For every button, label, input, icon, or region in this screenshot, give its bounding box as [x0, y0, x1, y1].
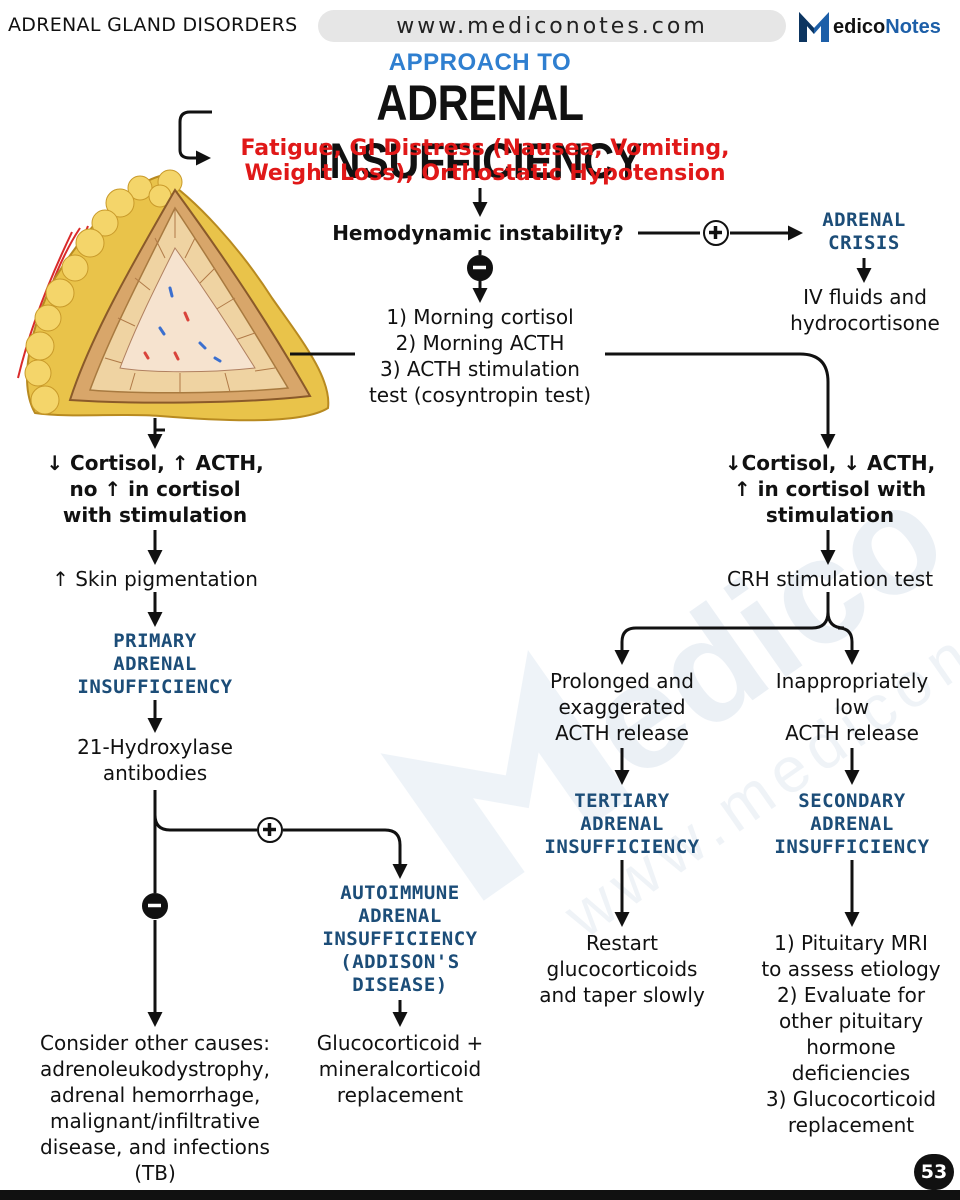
- tertiary-adrenal-insufficiency-title: TERTIARY ADRENAL INSUFFICIENCY: [512, 790, 732, 859]
- section-title: ADRENAL GLAND DISORDERS: [8, 14, 298, 36]
- other-causes-line-3: adrenal hemorrhage,: [49, 1083, 261, 1107]
- negative-sign-icon: [142, 893, 168, 919]
- adrenal-crisis-line-2: CRISIS: [828, 232, 900, 254]
- secondary-line-1: SECONDARY: [798, 790, 906, 812]
- adrenal-crisis-title: ADRENAL CRISIS: [780, 209, 948, 255]
- autoimmune-line-1: AUTOIMMUNE: [340, 882, 460, 904]
- autoimmune-tx-line-3: replacement: [336, 1083, 464, 1107]
- url-pill: [318, 10, 786, 42]
- hydroxylase-line-2: antibodies: [102, 761, 208, 785]
- prolonged-acth-release: Prolonged and exaggerated ACTH release: [522, 668, 722, 746]
- test-3: 3) ACTH stimulation: [380, 357, 580, 381]
- tertiary-line-3: INSUFFICIENCY: [544, 836, 700, 858]
- secondary-tx-line-2: to assess etiology: [761, 957, 941, 981]
- secondary-adrenal-insufficiency-title: SECONDARY ADRENAL INSUFFICIENCY: [742, 790, 960, 859]
- tertiary-tx-line-2: glucocorticoids: [546, 957, 698, 981]
- autoimmune-tx-line-1: Glucocorticoid +: [316, 1031, 484, 1055]
- central-lab-result: ↓Cortisol, ↓ ACTH, ↑ in cortisol with st…: [700, 450, 960, 528]
- other-causes-line-1: Consider other causes:: [40, 1031, 270, 1055]
- prolonged-line-3: ACTH release: [555, 721, 689, 745]
- autoimmune-line-2: ADRENAL: [358, 905, 442, 927]
- secondary-tx-line-8: replacement: [787, 1113, 915, 1137]
- adrenal-crisis-line-1: ADRENAL: [822, 209, 906, 231]
- hydroxylase-line-1: 21-Hydroxylase: [77, 735, 233, 759]
- primary-lab-result: ↓ Cortisol, ↑ ACTH, no ↑ in cortisol wit…: [20, 450, 290, 528]
- page-title: ADRENAL INSUFFICIENCY: [317, 75, 643, 189]
- initial-tests: 1) Morning cortisol 2) Morning ACTH 3) A…: [340, 304, 620, 408]
- primary-lab-line-2: no ↑ in cortisol: [69, 477, 241, 501]
- prolonged-line-1: Prolonged and: [550, 669, 694, 693]
- crh-stimulation-test: CRH stimulation test: [726, 567, 934, 591]
- autoimmune-line-4: (ADDISON'S: [340, 951, 460, 973]
- crisis-treatment: IV fluids and hydrocortisone: [760, 284, 960, 336]
- autoimmune-treatment: Glucocorticoid + mineralcorticoid replac…: [290, 1030, 510, 1108]
- secondary-tx-line-5: hormone: [806, 1035, 896, 1059]
- other-causes-line-6: (TB): [134, 1161, 176, 1185]
- test-2: 2) Morning ACTH: [395, 331, 565, 355]
- primary-line-1: PRIMARY: [113, 630, 197, 652]
- crisis-treatment-line-2: hydrocortisone: [790, 311, 940, 335]
- secondary-tx-line-1: 1) Pituitary MRI: [774, 931, 928, 955]
- central-lab-line-1: ↓Cortisol, ↓ ACTH,: [724, 451, 936, 475]
- positive-sign-icon: [703, 220, 729, 246]
- logo-prefix: edico: [833, 16, 886, 38]
- autoimmune-line-5: DISEASE): [352, 974, 448, 996]
- symptoms: Fatigue, GI Distress (Nausea, Vomiting, …: [210, 136, 760, 186]
- subtitle-approach: APPROACH TO: [388, 49, 572, 76]
- tertiary-tx-line-1: Restart: [586, 931, 658, 955]
- hemodynamic-question: Hemodynamic instability?: [332, 221, 624, 245]
- secondary-tx-line-7: 3) Glucocorticoid: [765, 1087, 937, 1111]
- central-lab-line-2: ↑ in cortisol with: [733, 477, 927, 501]
- page-number: 53: [914, 1154, 954, 1190]
- prolonged-line-2: exaggerated: [558, 695, 686, 719]
- logo-suffix: Notes: [885, 16, 941, 38]
- central-lab-line-3: stimulation: [765, 503, 895, 527]
- other-causes-line-2: adrenoleukodystrophy,: [40, 1057, 270, 1081]
- secondary-tx-line-3: 2) Evaluate for: [776, 983, 926, 1007]
- low-line-2: low: [834, 695, 870, 719]
- secondary-tx-line-4: other pituitary: [778, 1009, 924, 1033]
- autoimmune-adrenal-insufficiency-title: AUTOIMMUNE ADRENAL INSUFFICIENCY (ADDISO…: [290, 882, 510, 997]
- symptoms-line-1: Fatigue, GI Distress (Nausea, Vomiting,: [240, 136, 730, 161]
- other-causes: Consider other causes: adrenoleukodystro…: [10, 1030, 300, 1186]
- website-url[interactable]: www.mediconotes.com: [396, 14, 708, 39]
- primary-line-2: ADRENAL: [113, 653, 197, 675]
- secondary-tx-line-6: deficiencies: [791, 1061, 911, 1085]
- secondary-treatment: 1) Pituitary MRI to assess etiology 2) E…: [742, 930, 960, 1138]
- logo-m-icon: [799, 12, 829, 42]
- mediconotes-logo: edicoNotes: [797, 6, 957, 48]
- low-acth-release: Inappropriately low ACTH release: [752, 668, 952, 746]
- symptoms-line-2: Weight Loss), Orthostatic Hypotension: [244, 161, 726, 186]
- primary-line-3: INSUFFICIENCY: [77, 676, 233, 698]
- test-1: 1) Morning cortisol: [386, 305, 574, 329]
- tertiary-line-2: ADRENAL: [580, 813, 664, 835]
- other-causes-line-4: malignant/infiltrative: [50, 1109, 260, 1133]
- autoimmune-tx-line-2: mineralcorticoid: [318, 1057, 482, 1081]
- autoimmune-line-3: INSUFFICIENCY: [322, 928, 478, 950]
- low-line-3: ACTH release: [785, 721, 919, 745]
- footer-bar: [0, 1190, 960, 1200]
- low-line-1: Inappropriately: [775, 669, 929, 693]
- positive-sign-icon: [257, 817, 283, 843]
- crisis-treatment-line-1: IV fluids and: [803, 285, 927, 309]
- test-4: test (cosyntropin test): [368, 383, 592, 407]
- tertiary-treatment: Restart glucocorticoids and taper slowly: [512, 930, 732, 1008]
- primary-lab-line-3: with stimulation: [62, 503, 248, 527]
- secondary-line-3: INSUFFICIENCY: [774, 836, 930, 858]
- other-causes-line-5: disease, and infections: [40, 1135, 270, 1159]
- hydroxylase-antibodies: 21-Hydroxylase antibodies: [40, 734, 270, 786]
- negative-sign-icon: [467, 255, 493, 281]
- tertiary-tx-line-3: and taper slowly: [539, 983, 705, 1007]
- primary-lab-line-1: ↓ Cortisol, ↑ ACTH,: [46, 451, 264, 475]
- adrenal-gland-illustration: [17, 169, 330, 422]
- primary-adrenal-insufficiency-title: PRIMARY ADRENAL INSUFFICIENCY: [40, 630, 270, 699]
- secondary-line-2: ADRENAL: [810, 813, 894, 835]
- tertiary-line-1: TERTIARY: [574, 790, 670, 812]
- skin-pigmentation: ↑ Skin pigmentation: [52, 567, 258, 591]
